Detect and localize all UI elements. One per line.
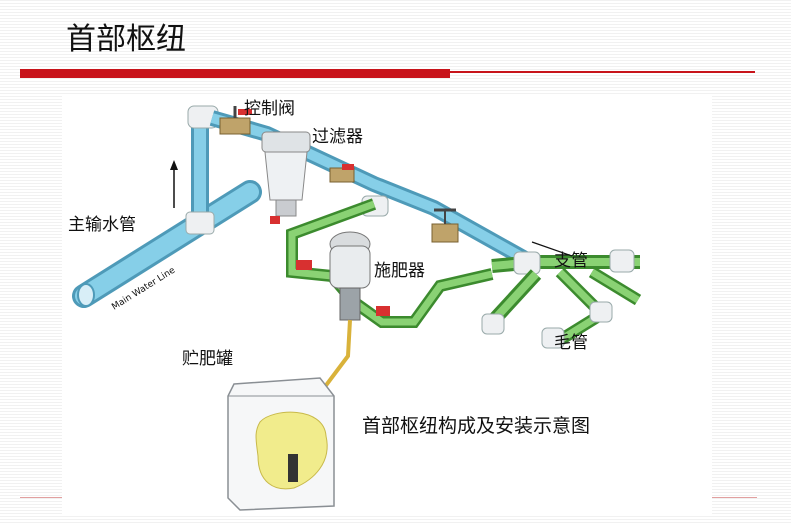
title-rule-red [20, 69, 450, 78]
capillary-lines [481, 266, 642, 349]
diagram-canvas: 控制阀 过滤器 主输水管 Main Water Line 施肥器 支管 毛管 贮… [62, 96, 712, 516]
branch-line [491, 249, 640, 275]
footer-rule-right [712, 497, 757, 498]
diagram-caption: 首部枢纽构成及安装示意图 [362, 415, 590, 437]
flow-arrow [170, 160, 178, 208]
tee-fitting [185, 211, 215, 235]
label-capillary: 毛管 [554, 333, 588, 353]
fertilizer-injector [296, 231, 390, 321]
label-injector: 施肥器 [374, 261, 425, 281]
main-water-line [72, 180, 262, 308]
control-valve [219, 106, 252, 135]
fertilizer-tank [227, 377, 335, 511]
filter-outlet-valve [329, 164, 355, 183]
title-rule-thin [450, 71, 755, 73]
slide-title: 首部枢纽 [66, 22, 186, 57]
gate-valve [431, 208, 459, 243]
footer-rule-left [20, 497, 80, 498]
label-control-valve: 控制阀 [244, 99, 295, 119]
branch-label-pointer [531, 241, 573, 257]
label-branch-pipe: 支管 [554, 251, 588, 271]
label-main-pipe: 主输水管 [68, 215, 136, 235]
filter [261, 131, 311, 224]
label-tank: 贮肥罐 [182, 349, 233, 369]
installation-diagram: 控制阀 过滤器 主输水管 Main Water Line 施肥器 支管 毛管 贮… [62, 96, 712, 516]
label-filter: 过滤器 [312, 127, 363, 147]
